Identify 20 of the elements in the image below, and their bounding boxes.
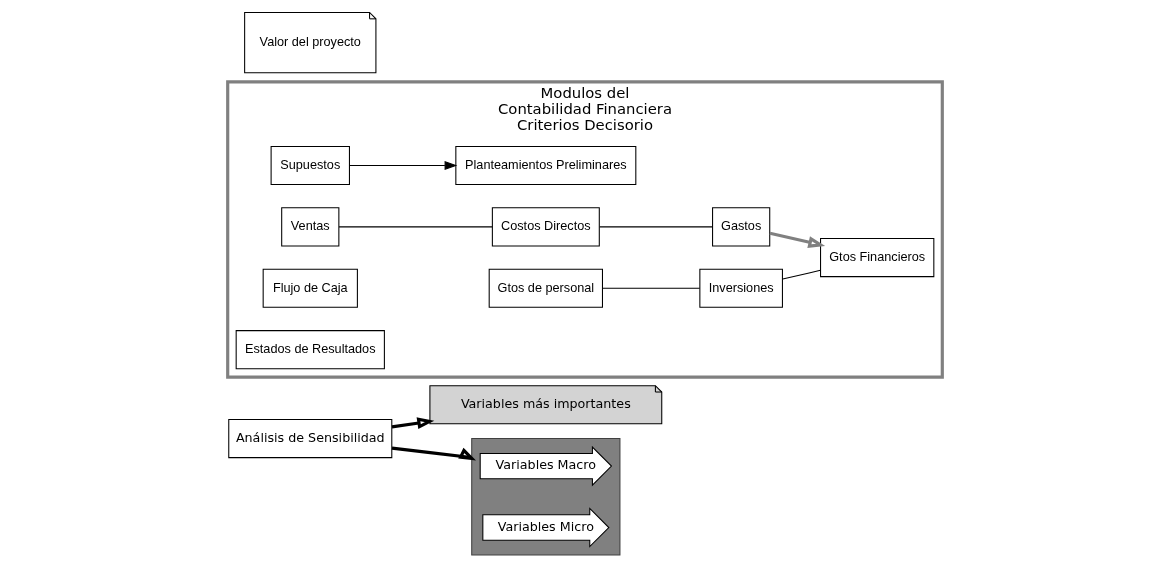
node-box: Gtos de personal (488, 268, 603, 308)
connector (598, 226, 713, 228)
connector (781, 269, 821, 280)
node-box: Planteamientos Preliminares (454, 145, 636, 186)
node-box: Estados de Resultados (235, 330, 385, 370)
node-box: Costos Directos (491, 207, 600, 247)
node-box: Gastos (711, 207, 770, 247)
connector (601, 287, 700, 289)
node-box: Gtos Financieros (819, 238, 934, 278)
arrow (348, 161, 457, 170)
node-box: Ventas (280, 207, 339, 247)
node-box: Supuestos (270, 145, 350, 186)
node-box: Inversiones (698, 268, 783, 308)
arrow (391, 417, 434, 430)
arrow (391, 446, 476, 461)
connector (338, 226, 493, 228)
node-box: Flujo de Caja (262, 268, 358, 308)
arrow (769, 231, 825, 248)
node-box: Análisis de Sensibilidad (227, 419, 392, 459)
cluster (470, 438, 620, 556)
